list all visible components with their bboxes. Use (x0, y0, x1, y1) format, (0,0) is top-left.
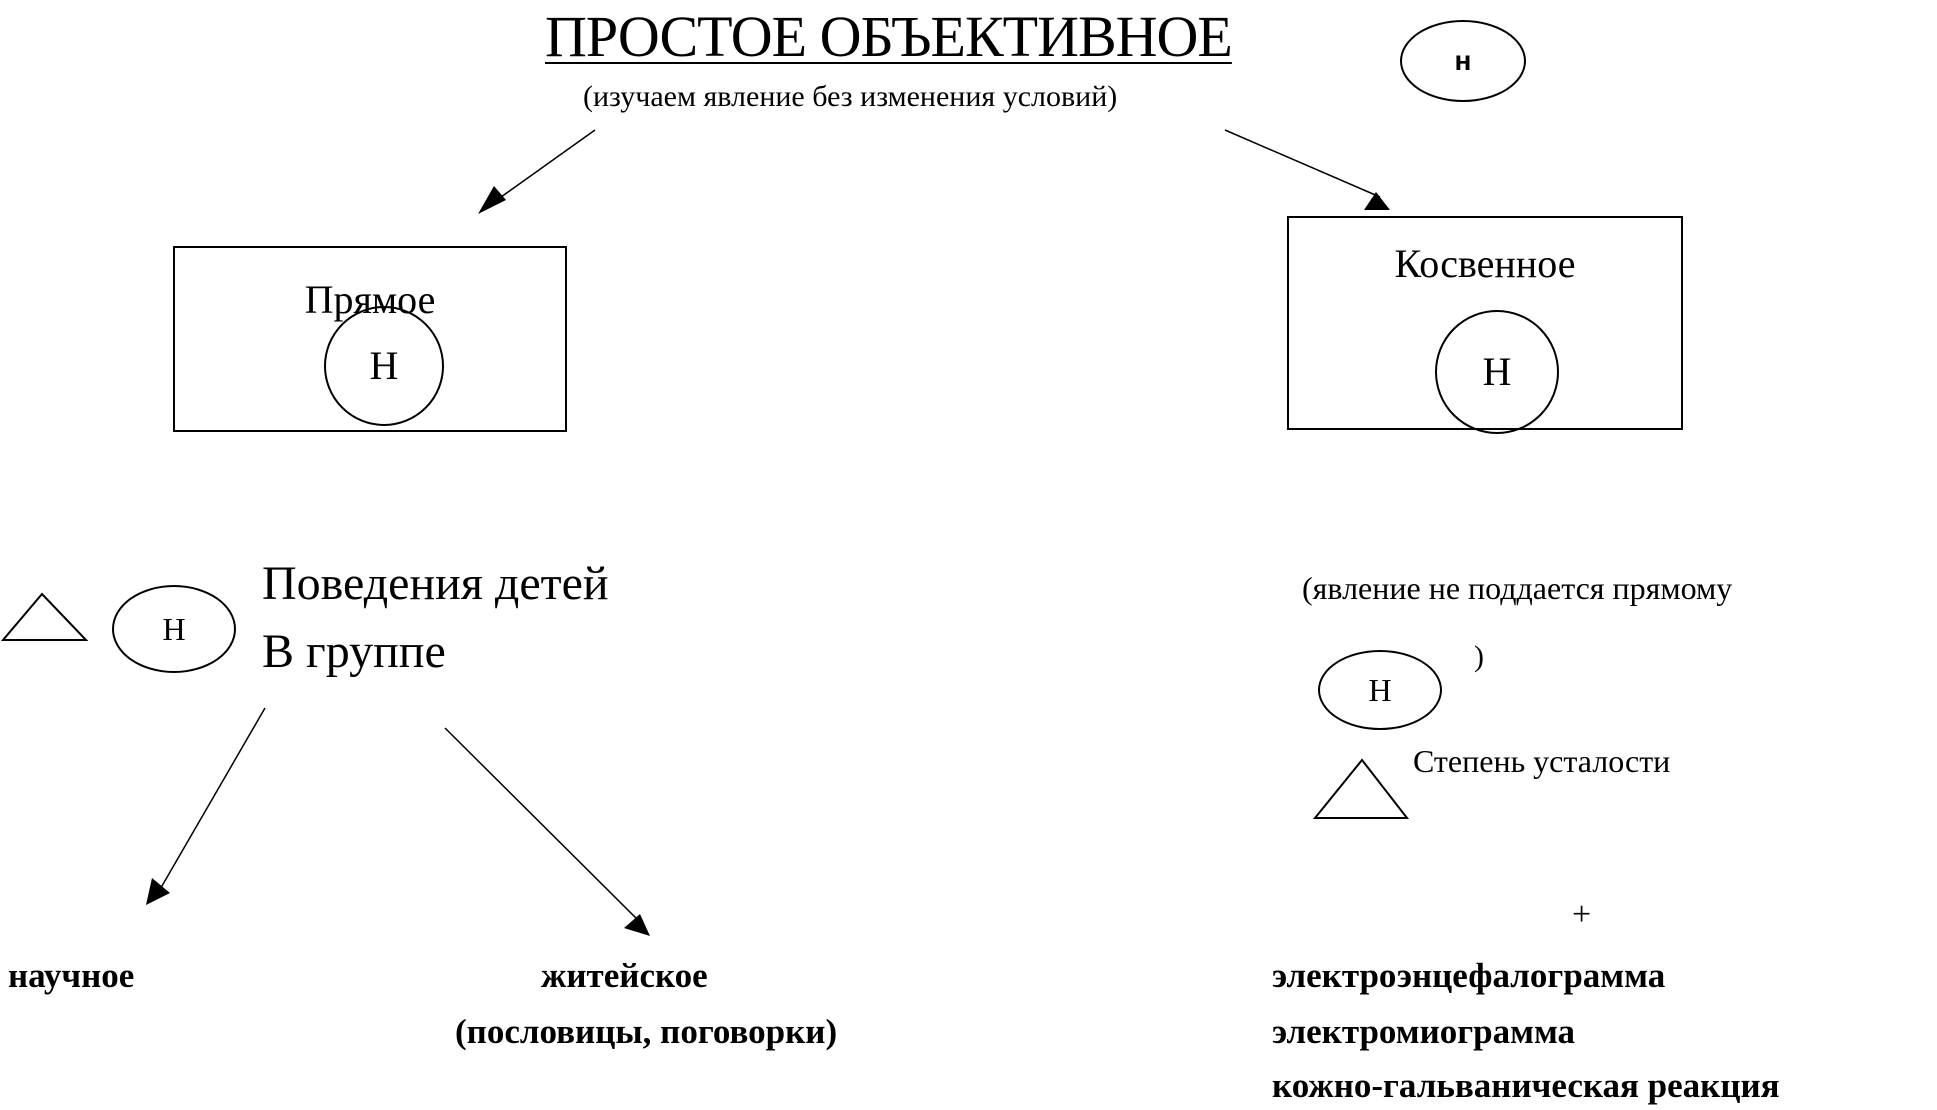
method-emg: электромиограмма (1272, 1012, 1576, 1051)
indirect-box: Косвенное Н (1287, 216, 1683, 434)
diagram-subtitle: (изучаем явление без изменения условий) (583, 80, 1118, 113)
method-eeg: электроэнцефалограмма (1272, 956, 1666, 995)
direct-marker-label: Н (369, 343, 399, 388)
example-right-marker-circle: Н (1318, 650, 1442, 730)
arrow-to-direct (478, 129, 596, 214)
method-gsr: кожно-гальваническая реакция (1272, 1066, 1780, 1105)
title-marker-circle: н (1400, 20, 1526, 102)
example-left-marker-label: Н (162, 611, 186, 647)
example-right-note-close: ) (1474, 640, 1484, 673)
arrow-to-indirect (1224, 129, 1390, 210)
example-right-marker-label: Н (1368, 672, 1392, 708)
fatigue-label: Степень усталости (1413, 743, 1671, 779)
arrow-to-scientific (146, 707, 266, 905)
branch-scientific: научное (8, 956, 135, 995)
example-left-line1: Поведения детей (262, 557, 609, 610)
indirect-label: Косвенное (1394, 241, 1576, 286)
example-left-marker-circle: Н (112, 585, 236, 673)
branch-everyday-note: (пословицы, поговорки) (455, 1012, 838, 1051)
direct-marker-circle: Н (324, 306, 444, 426)
title-marker-label: н (1454, 45, 1472, 76)
indirect-marker-circle: Н (1435, 310, 1559, 434)
indirect-marker-label: Н (1482, 349, 1512, 394)
triangle-icon-left (0, 592, 89, 641)
plus-sign: + (1572, 896, 1592, 933)
example-right-note: (явление не поддается прямому (1302, 570, 1733, 606)
direct-box: Прямое Н (173, 246, 567, 432)
diagram-title: ПРОСТОЕ ОБЪЕКТИВНОЕ (545, 4, 1233, 69)
arrow-to-everyday (444, 727, 650, 936)
branch-everyday: житейское (541, 956, 708, 995)
example-left-line2: В группе (262, 625, 446, 678)
triangle-icon-right (1312, 758, 1410, 819)
